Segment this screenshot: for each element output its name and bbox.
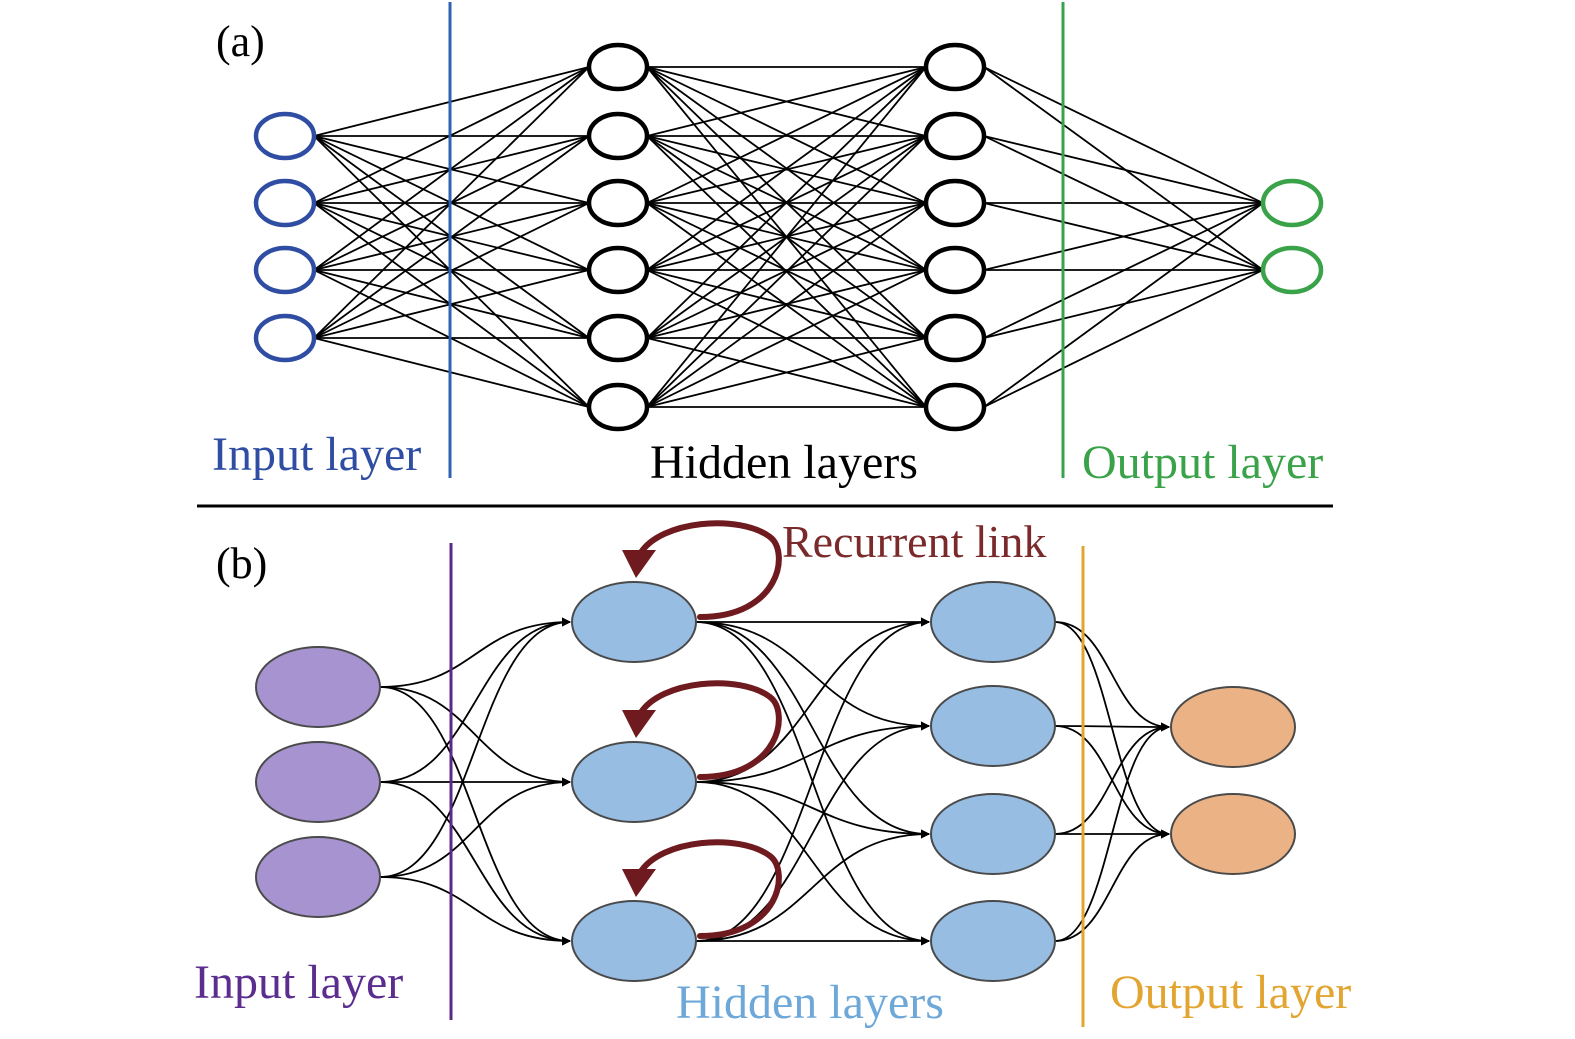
connection-edge xyxy=(983,202,1264,271)
hidden-2-node xyxy=(930,685,1056,767)
panel-b-recurrent-links xyxy=(622,520,782,939)
hidden-1-node xyxy=(571,581,697,663)
connection-edge xyxy=(379,617,571,688)
connection-edge xyxy=(983,202,1264,408)
connection-edge xyxy=(1054,621,1170,732)
connection-edge xyxy=(646,135,927,408)
panel-a-connections xyxy=(313,66,1264,408)
recurrent-link-arc xyxy=(637,839,782,939)
panel-a-output-label: Output layer xyxy=(1082,436,1323,489)
hidden-1-node xyxy=(586,178,650,228)
connection-edge xyxy=(1054,621,1170,839)
connection-edge xyxy=(646,66,927,408)
connection-edge xyxy=(695,617,930,942)
connection-edge xyxy=(1054,829,1170,942)
hidden-2-node xyxy=(923,178,987,228)
connection-edge xyxy=(1054,722,1170,835)
hidden-2-node xyxy=(923,313,987,363)
output-node xyxy=(1170,793,1296,875)
hidden-1-node xyxy=(586,382,650,432)
hidden-1-node xyxy=(586,42,650,92)
connection-edge xyxy=(983,135,1264,204)
recurrent-link-arc xyxy=(637,680,782,780)
hidden-1-node xyxy=(586,313,650,363)
input-node xyxy=(253,111,317,161)
connection-edge xyxy=(646,202,927,408)
connection-edge xyxy=(695,781,930,946)
panel-b-hidden-label: Hidden layers xyxy=(676,976,944,1029)
panel-b-recurrent-label: Recurrent link xyxy=(782,516,1046,567)
hidden-2-node xyxy=(923,382,987,432)
panel-a-input-label: Input layer xyxy=(212,428,421,481)
recurrent-arrowhead-icon xyxy=(622,550,656,578)
input-node xyxy=(255,741,381,823)
hidden-2-node xyxy=(923,42,987,92)
input-node xyxy=(253,313,317,363)
panel-a-tag: (a) xyxy=(216,17,265,66)
connection-edge xyxy=(695,621,930,731)
input-node xyxy=(255,646,381,728)
connection-edge xyxy=(379,617,571,878)
hidden-2-node xyxy=(930,581,1056,663)
connection-edge xyxy=(1054,722,1170,732)
panel-b-nodes xyxy=(255,581,1296,982)
panel-a-nodes xyxy=(253,42,1324,432)
panel-b: (b) Recurrent link Input layer Hidden la… xyxy=(194,516,1351,1029)
connection-edge xyxy=(379,617,571,783)
connection-edge xyxy=(379,686,571,946)
connection-edge xyxy=(695,721,930,942)
input-node xyxy=(255,836,381,918)
connection-edge xyxy=(695,721,930,783)
panel-b-input-label: Input layer xyxy=(194,956,403,1009)
connection-edge xyxy=(695,617,930,783)
connection-edge xyxy=(646,269,927,408)
hidden-1-node xyxy=(571,741,697,823)
hidden-2-node xyxy=(930,900,1056,982)
connection-edge xyxy=(379,876,571,946)
panel-a: (a) Input layer Hidden layers Output lay… xyxy=(212,2,1323,489)
input-node xyxy=(253,245,317,295)
hidden-1-node xyxy=(571,900,697,982)
hidden-1-node xyxy=(586,111,650,161)
output-node xyxy=(1260,245,1324,295)
connection-edge xyxy=(983,202,1264,339)
connection-edge xyxy=(379,777,571,878)
connection-edge xyxy=(646,66,927,339)
panel-a-hidden-label: Hidden layers xyxy=(650,436,918,489)
connection-edge xyxy=(646,337,927,408)
recurrent-arrowhead-icon xyxy=(622,710,656,738)
connection-edge xyxy=(646,66,927,137)
panel-b-tag: (b) xyxy=(216,539,267,588)
connection-edge xyxy=(379,686,571,787)
panel-b-output-label: Output layer xyxy=(1110,966,1351,1019)
input-node xyxy=(253,178,317,228)
connection-edge xyxy=(983,269,1264,408)
hidden-1-node xyxy=(586,245,650,295)
output-node xyxy=(1170,686,1296,768)
hidden-2-node xyxy=(930,793,1056,875)
connection-edge xyxy=(646,66,927,271)
connection-edge xyxy=(695,829,930,942)
connection-edge xyxy=(695,781,930,839)
connection-edge xyxy=(983,66,1264,204)
hidden-2-node xyxy=(923,245,987,295)
recurrent-arrowhead-icon xyxy=(622,869,656,897)
hidden-2-node xyxy=(923,111,987,161)
connection-edge xyxy=(1054,722,1170,942)
connection-edge xyxy=(983,66,1264,271)
connection-edge xyxy=(695,621,930,839)
connection-edge xyxy=(646,66,927,204)
recurrent-link-arc xyxy=(637,520,782,620)
connection-edge xyxy=(379,781,571,946)
output-node xyxy=(1260,178,1324,228)
